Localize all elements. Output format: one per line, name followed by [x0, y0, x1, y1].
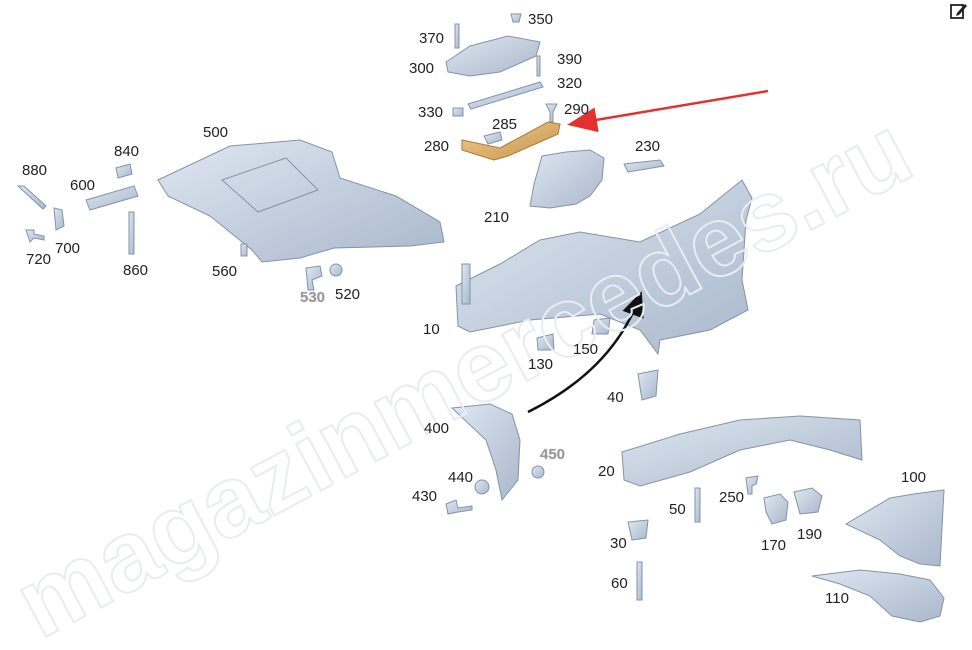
part-390-bolt — [536, 55, 541, 77]
label-450: 450 — [540, 446, 566, 463]
label-600: 600 — [70, 177, 96, 194]
label-440: 440 — [448, 469, 474, 486]
label-430: 430 — [412, 488, 438, 505]
part-30-bracket — [627, 519, 649, 541]
label-210: 210 — [484, 209, 510, 226]
part-285-bolt — [483, 131, 503, 145]
part-290-bolt — [545, 103, 558, 123]
part-500-subframe — [157, 139, 445, 263]
label-110: 110 — [825, 590, 849, 607]
part-280-highlighted — [461, 121, 561, 161]
part-50-bolt — [694, 487, 701, 523]
red-pointer-arrow — [567, 89, 769, 133]
label-10: 10 — [423, 321, 440, 338]
part-560-bolt — [240, 243, 248, 257]
part-10-bracket — [461, 263, 471, 305]
label-720: 720 — [26, 251, 52, 268]
part-700-bracket — [53, 207, 65, 231]
label-860: 860 — [123, 262, 149, 279]
part-210-housing — [529, 149, 605, 209]
label-250: 250 — [719, 489, 745, 506]
part-150-bracket — [591, 317, 611, 335]
part-840-mount — [115, 163, 133, 179]
part-430-bolt — [445, 499, 473, 515]
label-100: 100 — [901, 469, 927, 486]
part-880-bolt — [16, 185, 47, 210]
part-60-bolt — [636, 561, 643, 601]
part-250-bolt — [745, 475, 759, 495]
label-50: 50 — [669, 501, 686, 518]
label-290: 290 — [564, 101, 590, 118]
part-110-floor — [811, 569, 945, 623]
part-330-clip — [452, 107, 464, 117]
label-560: 560 — [212, 263, 238, 280]
part-190-mount — [793, 487, 823, 515]
label-700: 700 — [55, 240, 81, 257]
part-230-bracket — [623, 159, 665, 173]
part-100-panel — [844, 489, 945, 567]
label-230: 230 — [635, 138, 661, 155]
label-20: 20 — [598, 463, 615, 480]
part-530-bolt — [305, 265, 323, 291]
label-130: 130 — [528, 356, 554, 373]
label-500: 500 — [203, 124, 229, 141]
label-285: 285 — [492, 116, 518, 133]
part-600-crossmember — [85, 185, 139, 211]
part-440-nut — [474, 479, 490, 495]
part-10-front-structure — [455, 179, 753, 356]
part-20-member — [621, 415, 863, 487]
part-370-bolt — [454, 23, 460, 49]
label-840: 840 — [114, 143, 140, 160]
part-350-screw — [510, 13, 522, 23]
part-300-cover — [445, 35, 541, 77]
label-880: 880 — [22, 162, 48, 179]
label-330: 330 — [418, 104, 444, 121]
label-370: 370 — [419, 30, 445, 47]
label-150: 150 — [573, 341, 599, 358]
part-170-mount — [763, 493, 789, 525]
label-320: 320 — [557, 75, 583, 92]
label-170: 170 — [761, 537, 787, 554]
label-60: 60 — [611, 575, 628, 592]
label-40: 40 — [607, 389, 624, 406]
part-520-nut — [329, 263, 343, 277]
part-40-bracket — [637, 369, 659, 401]
part-720-bolt — [25, 229, 45, 243]
label-530: 530 — [300, 289, 326, 306]
edit-icon[interactable] — [950, 2, 968, 20]
label-30: 30 — [610, 535, 627, 552]
part-450-washer — [531, 465, 545, 479]
label-390: 390 — [557, 51, 583, 68]
part-860-bolt — [128, 211, 135, 255]
label-280: 280 — [424, 138, 450, 155]
label-300: 300 — [409, 60, 435, 77]
label-190: 190 — [797, 526, 823, 543]
part-320-rod — [467, 81, 544, 110]
label-350: 350 — [528, 11, 554, 28]
black-curved-arrow — [527, 291, 644, 414]
part-130-clip — [536, 333, 555, 351]
label-520: 520 — [335, 286, 361, 303]
label-400: 400 — [424, 420, 450, 437]
part-400-wheelhouse — [450, 403, 521, 502]
